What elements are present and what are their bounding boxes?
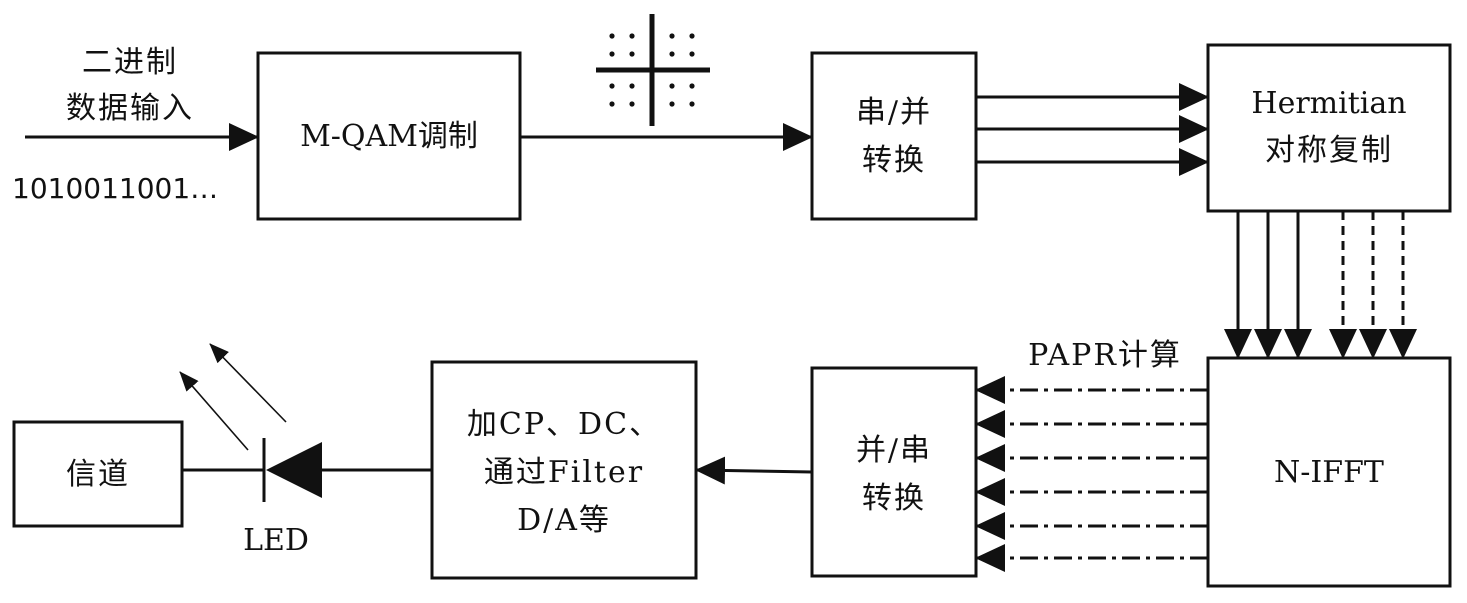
led-label: LED (243, 523, 309, 558)
constellation-icon (596, 14, 710, 126)
parallel-serial-block (810, 366, 978, 578)
hermitian-label-line2: 对称复制 (1265, 133, 1393, 168)
led-emission-arrow-2 (209, 343, 287, 423)
input-label-line2: 数据输入 (66, 91, 194, 126)
led-diode-icon (262, 438, 322, 502)
hermitian-block (1206, 43, 1452, 213)
serial-parallel-label-line1: 串/并 (856, 95, 932, 130)
cp-label-line1: 加CP、DC、 (467, 407, 661, 442)
channel-label: 信道 (66, 457, 130, 492)
hermitian-label-line1: Hermitian (1251, 86, 1406, 121)
parallel-serial-label-line1: 并/串 (856, 433, 932, 468)
input-bits: 1010011001… (12, 172, 218, 205)
ps-to-cp-arrow (695, 456, 813, 485)
cp-dc-filter-da-block (430, 360, 698, 580)
n-ifft-block (1206, 356, 1452, 588)
input-label-line1: 二进制 (82, 45, 178, 80)
papr-label: PAPR计算 (1028, 338, 1182, 373)
n-ifft-label: N-IFFT (1274, 455, 1384, 490)
serial-parallel-block (810, 51, 978, 221)
serial-parallel-label-line2: 转换 (862, 143, 926, 178)
cp-label-line2: 通过Filter (484, 455, 644, 490)
channel-block (12, 420, 184, 528)
parallel-serial-label-line2: 转换 (862, 481, 926, 516)
cp-label-line3: D/A等 (517, 503, 611, 538)
led-emission-arrow-1 (179, 371, 249, 451)
qam-label: M-QAM调制 (300, 119, 478, 154)
